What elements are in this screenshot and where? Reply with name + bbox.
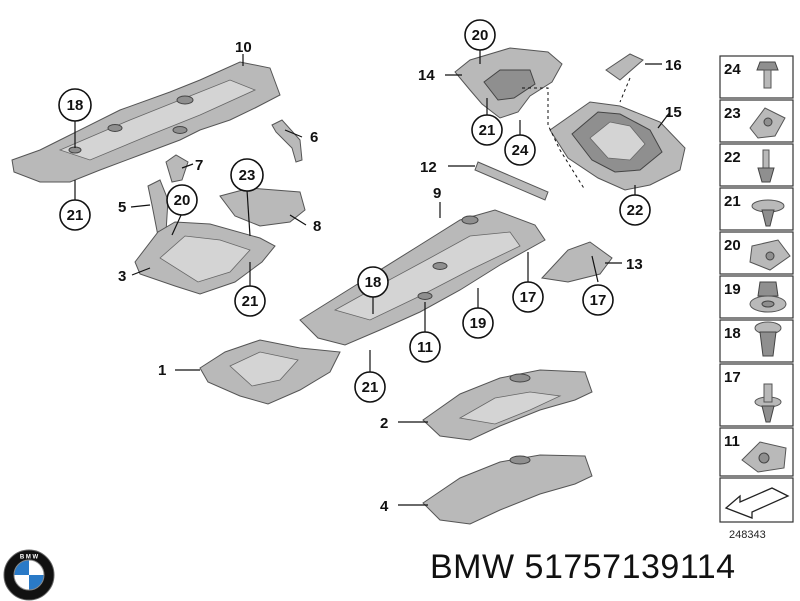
part-3-shield <box>134 221 276 295</box>
callout-20-circle <box>464 19 496 51</box>
legend-label-19: 19 <box>724 281 741 298</box>
callout-20-circle <box>166 184 198 216</box>
callout-17: 17 <box>590 292 607 309</box>
legend-label-17: 17 <box>724 369 741 386</box>
callout-12: 12 <box>420 159 437 176</box>
legend-box-17 <box>719 363 794 427</box>
logo-lettering: B M W <box>20 555 39 561</box>
legend-label-22: 22 <box>724 149 741 166</box>
part-8-cover <box>219 187 306 227</box>
legend-box-19 <box>719 275 794 319</box>
callout-23-circle <box>230 158 264 192</box>
callout-19: 19 <box>470 315 487 332</box>
part-9-center-panel <box>299 209 546 346</box>
part-16-plate <box>605 53 644 81</box>
nut-19-icon <box>749 281 787 313</box>
callout-24: 24 <box>512 142 529 159</box>
legend-label-20: 20 <box>724 237 741 254</box>
bolt-24-icon <box>756 61 779 89</box>
bmw-logo-icon: B M W <box>3 549 55 601</box>
fastener-legend: 24 23 22 21 20 19 <box>719 55 794 523</box>
nut-20-icon <box>749 239 791 271</box>
cage-nut-11-icon <box>741 441 787 473</box>
pin-22-icon <box>757 149 775 183</box>
clip-18-icon <box>754 321 782 357</box>
callout-21-circle <box>471 114 503 146</box>
callout-21: 21 <box>242 293 259 310</box>
callout-8: 8 <box>313 218 321 235</box>
callout-21: 21 <box>362 379 379 396</box>
part-2-shield <box>422 369 593 441</box>
callout-2: 2 <box>380 415 388 432</box>
part-13-cover <box>540 241 613 283</box>
callout-19-circle <box>462 307 494 339</box>
callout-17-circle <box>512 281 544 313</box>
callout-21-circle <box>59 199 91 231</box>
callout-23: 23 <box>239 167 256 184</box>
callout-22-circle <box>619 194 651 226</box>
callout-6: 6 <box>310 129 318 146</box>
legend-label-24: 24 <box>724 61 741 78</box>
callout-13: 13 <box>626 256 643 273</box>
part-4-shield <box>422 454 593 525</box>
leader-lines <box>74 50 671 506</box>
callout-21-circle <box>234 285 266 317</box>
callout-18-circle <box>357 266 389 298</box>
callout-15: 15 <box>665 104 682 121</box>
callout-24-circle <box>504 134 536 166</box>
callout-17-circle <box>582 284 614 316</box>
part-number: 51757139114 <box>524 548 736 586</box>
callout-20: 20 <box>174 192 191 209</box>
callout-17: 17 <box>520 289 537 306</box>
part-14-cover <box>454 47 563 119</box>
callout-5: 5 <box>118 199 126 216</box>
footer-caption: BMW 51757139114 <box>430 548 736 587</box>
diagram-number: 248343 <box>729 529 766 541</box>
callout-4: 4 <box>380 498 389 515</box>
callout-3: 3 <box>118 268 126 285</box>
callout-21: 21 <box>67 207 84 224</box>
callout-10: 10 <box>235 39 252 56</box>
part-1-shield <box>199 339 341 405</box>
legend-label-21: 21 <box>724 193 741 210</box>
callout-20: 20 <box>472 27 489 44</box>
part-12-strip <box>474 161 549 201</box>
part-10-underbody-panel <box>11 61 281 183</box>
part-15-tray <box>549 101 686 191</box>
expanding-rivet-17-icon <box>754 383 782 423</box>
callout-7: 7 <box>195 157 203 174</box>
callout-16: 16 <box>665 57 682 74</box>
legend-label-11: 11 <box>724 433 740 450</box>
direction-arrow-icon <box>724 487 790 519</box>
callout-18: 18 <box>67 97 84 114</box>
legend-label-18: 18 <box>724 325 741 342</box>
callout-14: 14 <box>418 67 435 84</box>
callout-9: 9 <box>433 185 441 202</box>
brand-name: BMW <box>430 548 515 586</box>
rivet-21-icon <box>751 199 785 227</box>
part-7-bracket <box>165 154 189 183</box>
callout-18: 18 <box>365 274 382 291</box>
callouts: 10 18 6 7 5 20 23 8 3 21 21 20 14 21 24 … <box>58 19 682 515</box>
legend-box-24 <box>719 55 794 99</box>
callout-18-circle <box>58 88 92 122</box>
dashed-guide-lines <box>522 77 631 191</box>
callout-1: 1 <box>158 362 166 379</box>
callout-21: 21 <box>479 122 496 139</box>
clip-23-icon <box>749 107 786 139</box>
part-6-bracket <box>271 119 303 163</box>
legend-box-22 <box>719 143 794 187</box>
callout-22: 22 <box>627 202 644 219</box>
callout-11: 11 <box>417 339 433 356</box>
callout-21-circle <box>354 371 386 403</box>
callout-11-circle <box>409 331 441 363</box>
legend-label-23: 23 <box>724 105 741 122</box>
